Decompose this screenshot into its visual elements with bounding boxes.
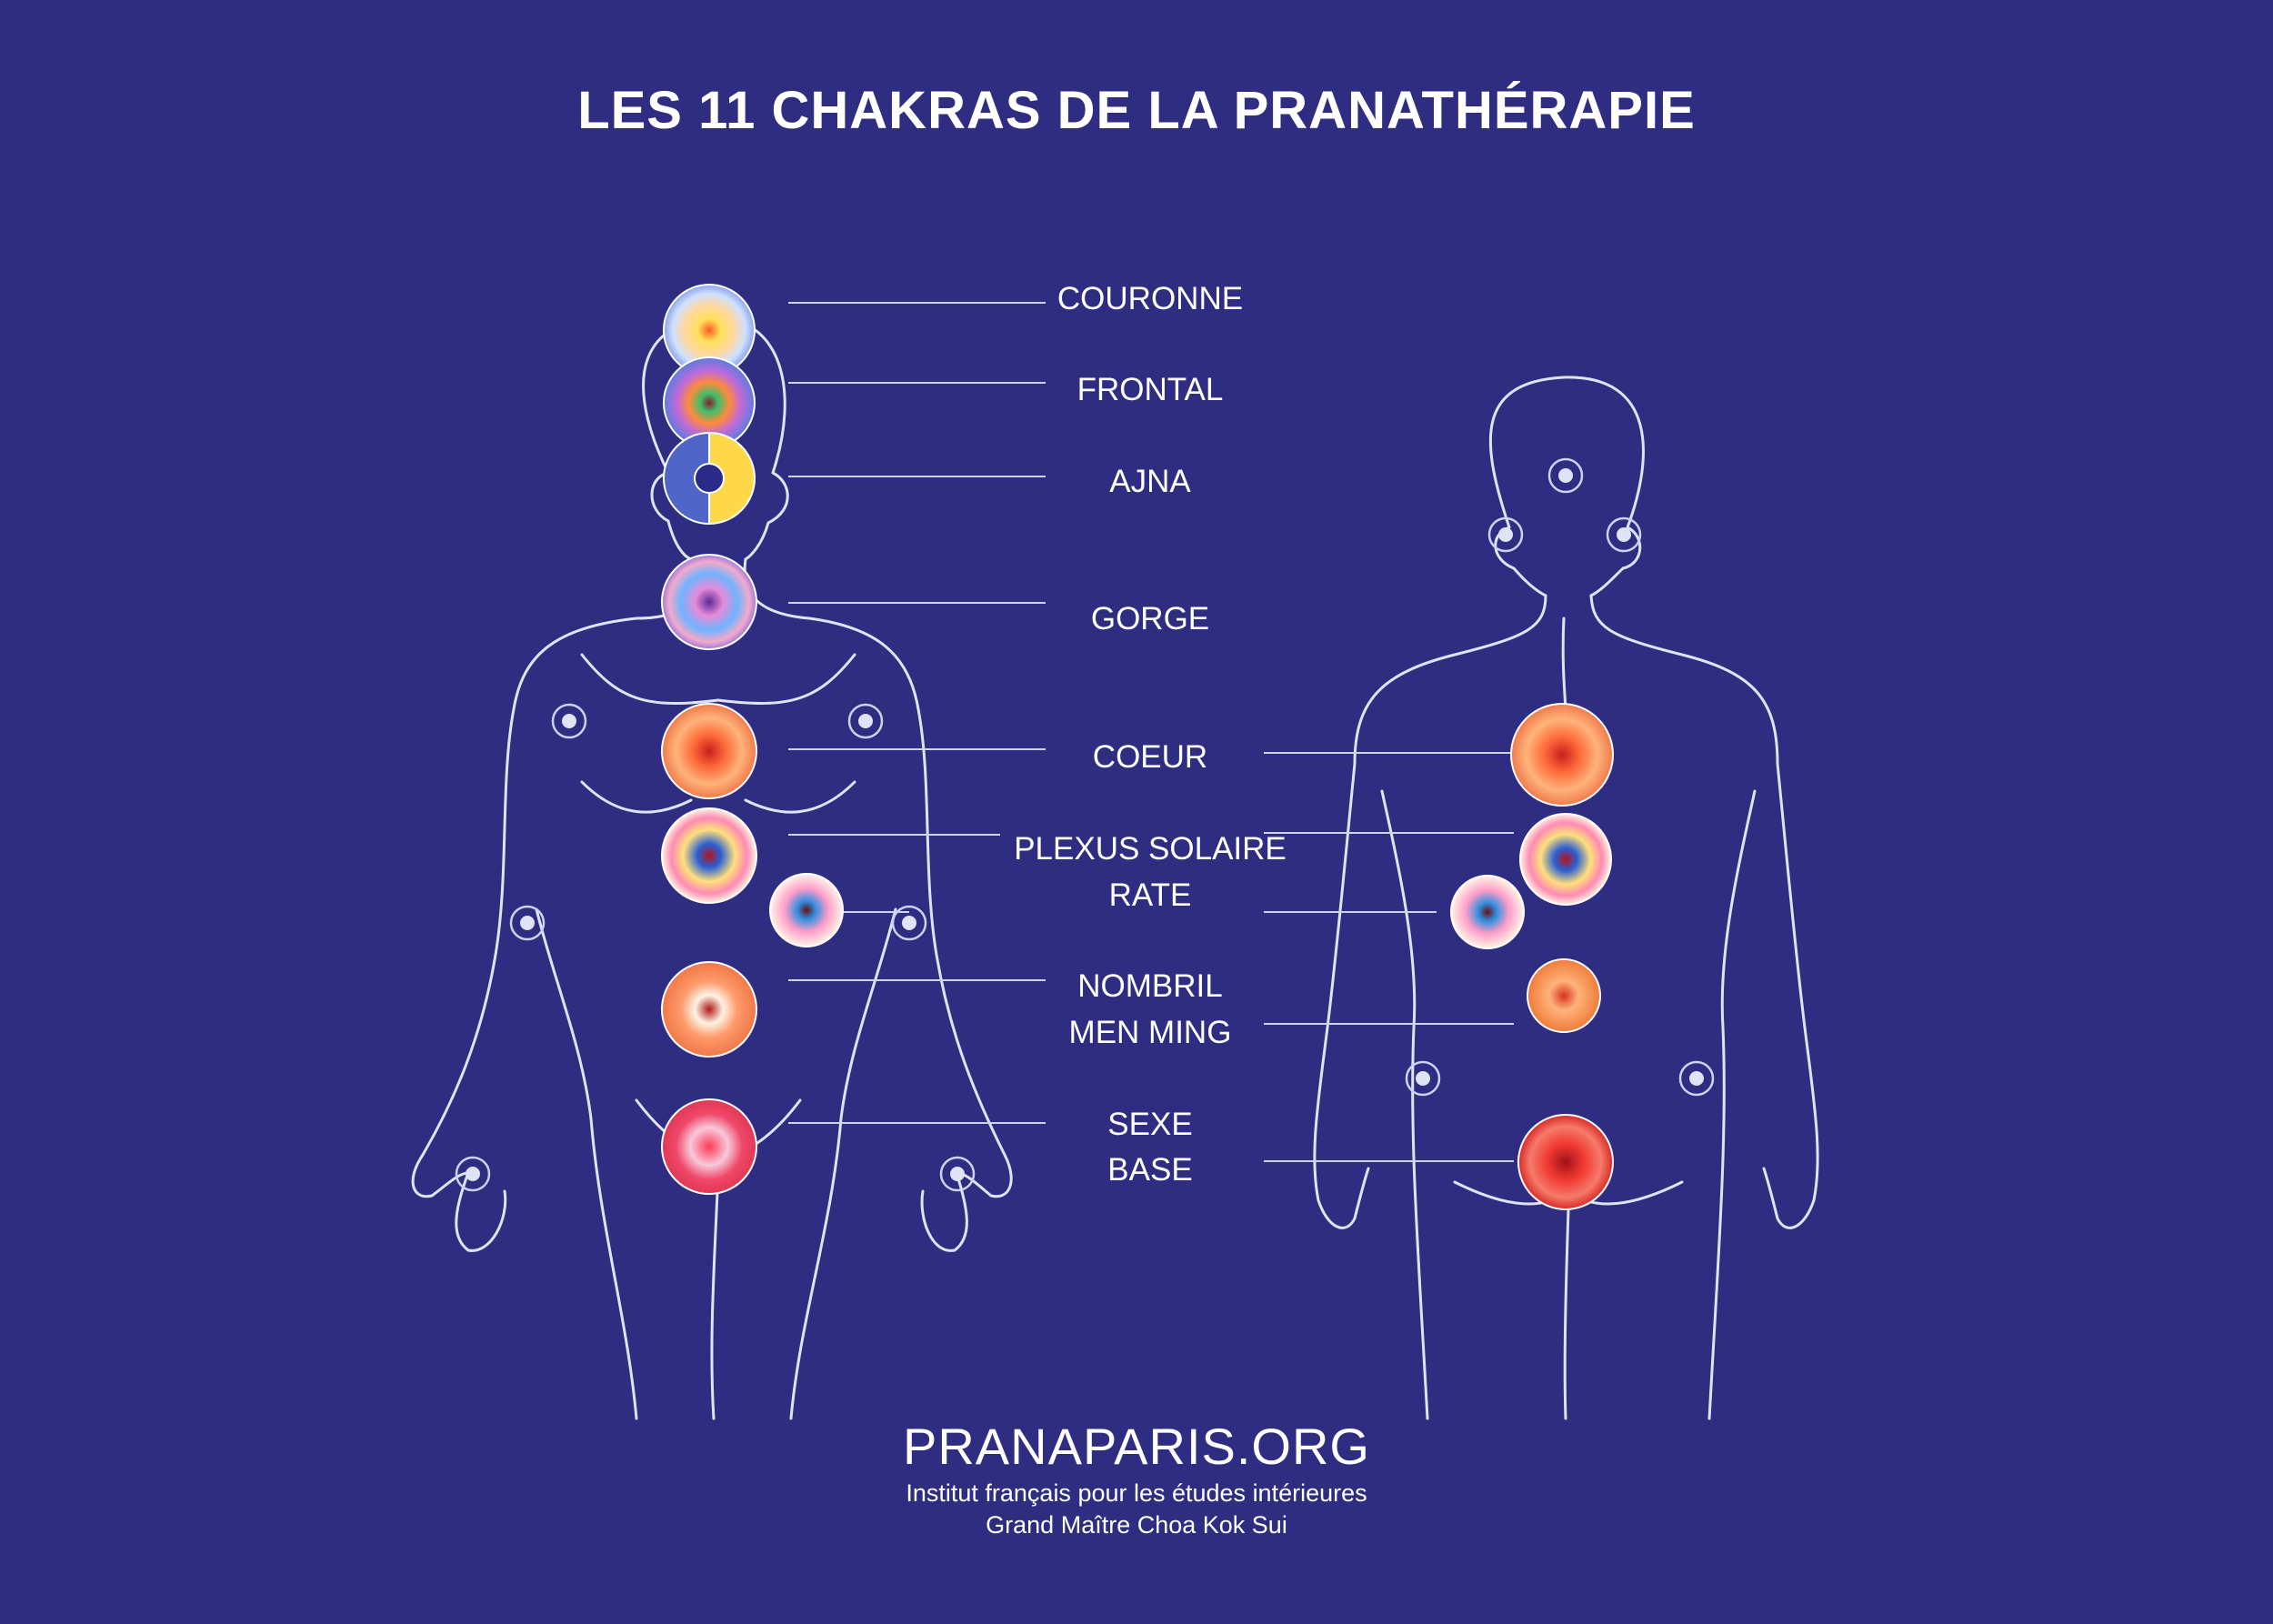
front-chakras [661,284,844,1195]
label-plexus-solaire: PLEXUS SOLAIRE [1014,831,1287,867]
label-men-ming: MEN MING [1068,1015,1232,1050]
back-chakras [1450,703,1614,1210]
chakra-nombril-icon [661,961,757,1058]
label-ajna: AJNA [1109,464,1191,499]
label-gorge: GORGE [1090,601,1210,637]
back-chakra-rate-icon [1450,875,1525,949]
label-frontal: FRONTAL [1076,372,1224,407]
chakra-coeur-icon [661,703,757,799]
back-chakra-men-ming-icon [1527,958,1601,1033]
chakra-rate-icon [769,873,844,947]
chakra-ajna-icon [663,431,756,526]
footer-site: PRANAPARIS.ORG [903,1418,1370,1475]
back-chakra-coeur-icon [1510,703,1614,807]
front-body-outline [411,316,1013,1420]
label-nombril: NOMBRIL [1077,968,1223,1004]
page-title: LES 11 CHAKRAS DE LA PRANATHÉRAPIE [577,81,1696,140]
label-couronne: COURONNE [1056,281,1244,316]
back-chakra-base-icon [1517,1114,1614,1210]
minor-chakras [455,457,1715,1192]
back-chakra-plexus-solaire-icon [1519,813,1612,906]
chakra-sexe-icon [661,1098,757,1195]
label-rate: RATE [1108,877,1192,913]
label-sexe: SEXE [1107,1107,1193,1142]
footer-line-1: Institut français pour les études intéri… [906,1479,1367,1507]
label-base: BASE [1107,1152,1193,1188]
footer-line-2: Grand Maître Choa Kok Sui [986,1511,1287,1539]
chakra-gorge-icon [661,554,757,650]
chakra-plexus-solaire-icon [661,807,757,904]
label-coeur: COEUR [1092,739,1208,775]
